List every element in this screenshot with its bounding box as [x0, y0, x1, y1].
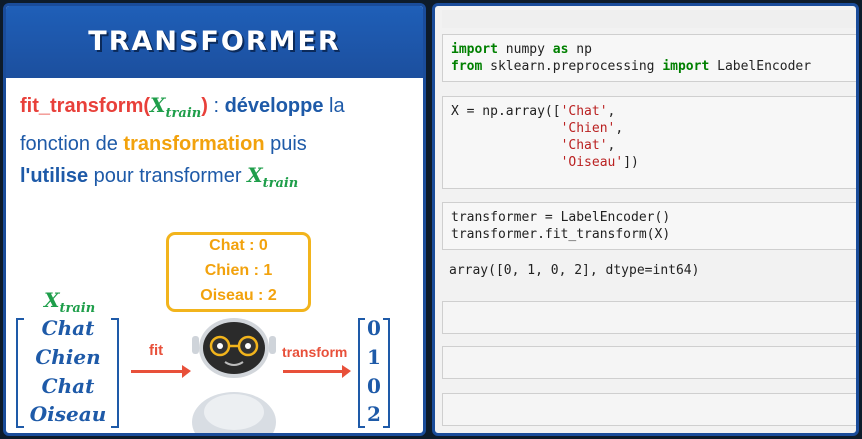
input-item: Chat: [41, 316, 95, 340]
notebook-top-strip: [442, 10, 856, 28]
fn-close: ): [201, 95, 208, 117]
output-item: 1: [367, 345, 381, 369]
input-item: Chien: [35, 345, 101, 369]
verb-develop: développe: [224, 95, 324, 117]
mapping-box: Chat : 0 Chien : 1 Oiseau : 2: [166, 232, 311, 312]
verb-use: l'utilise: [20, 165, 89, 187]
output-vector: 0 1 0 2: [362, 316, 386, 428]
input-item: Chat: [41, 374, 95, 398]
mapping-chat: Chat : 0: [209, 237, 268, 254]
output-bracket-left: [358, 318, 365, 428]
mapping-chien: Chien : 1: [204, 262, 273, 279]
empty-cell-2[interactable]: [442, 346, 856, 379]
robot-icon: [192, 318, 276, 433]
input-item: Oiseau: [29, 402, 107, 426]
title-banner: TRANSFORMER: [6, 6, 423, 78]
word-transformation: transformation: [123, 133, 265, 155]
transform-label: transform: [282, 344, 348, 360]
input-vector: Chat Chien Chat Oiseau: [20, 316, 116, 428]
mapping-oiseau: Oiseau : 2: [200, 287, 277, 304]
fit-label: fit: [149, 342, 164, 359]
empty-cell-3[interactable]: [442, 393, 856, 426]
transform-arrow: [283, 365, 351, 378]
slide-title: TRANSFORMER: [88, 26, 341, 57]
fn-name: fit_transform(: [20, 95, 151, 117]
description-text: fit_transform(Xtrain) : développe la fon…: [20, 90, 415, 199]
desc-text-2: fonction de: [20, 133, 124, 155]
output-bracket-right: [383, 318, 390, 428]
input-bracket-right: [111, 318, 119, 428]
output-item: 2: [367, 402, 381, 426]
code-cell-imports[interactable]: import numpy as np from sklearn.preproce…: [442, 34, 856, 82]
code-cell-array[interactable]: X = np.array(['Chat', 'Chien', 'Chat', '…: [442, 96, 856, 189]
desc-text-4: pour transformer: [88, 165, 248, 187]
empty-cell-1[interactable]: [442, 301, 856, 334]
input-bracket-left: [16, 318, 24, 428]
cell-output: array([0, 1, 0, 2], dtype=int64): [449, 263, 700, 278]
desc-text-3: puis: [264, 133, 307, 155]
output-item: 0: [367, 316, 381, 340]
xtrain-label: Xtrain: [44, 288, 96, 316]
fit-arrow: [131, 365, 191, 378]
desc-text-1: la: [323, 95, 345, 117]
code-cell-transform[interactable]: transformer = LabelEncoder() transformer…: [442, 202, 856, 250]
colon: :: [207, 95, 225, 117]
slide-panel: TRANSFORMER fit_transform(Xtrain) : déve…: [3, 3, 426, 436]
x-var: Xtrain: [150, 93, 202, 121]
output-item: 0: [367, 374, 381, 398]
x-var-2: Xtrain: [247, 163, 299, 191]
notebook-panel: import numpy as np from sklearn.preproce…: [432, 3, 859, 436]
